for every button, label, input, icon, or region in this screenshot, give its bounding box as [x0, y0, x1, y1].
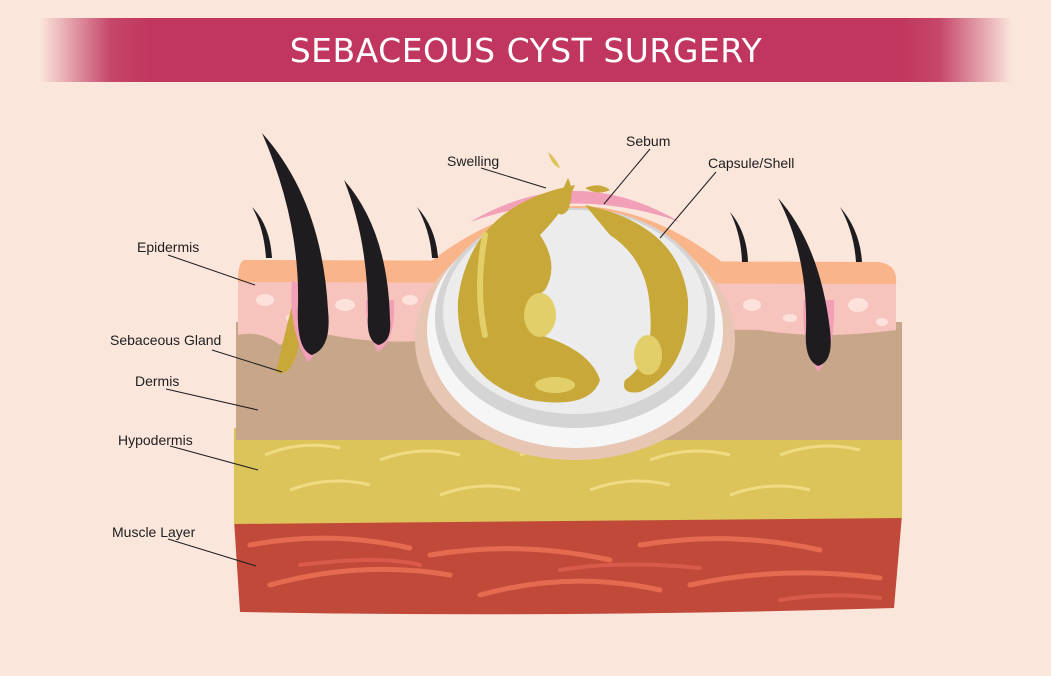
cyst [415, 152, 735, 460]
label-sebum: Sebum [626, 133, 670, 149]
label-hypodermis: Hypodermis [118, 432, 193, 448]
hair-follicle-right [778, 198, 835, 372]
label-dermis: Dermis [135, 373, 179, 389]
leader-lines [165, 148, 717, 567]
label-sebaceous-gland: Sebaceous Gland [110, 332, 221, 348]
label-swelling: Swelling [447, 153, 499, 169]
muscle-layer [234, 515, 902, 615]
page-title: SEBACEOUS CYST SURGERY [289, 30, 763, 70]
title-banner: SEBACEOUS CYST SURGERY [40, 18, 1012, 82]
label-capsule-shell: Capsule/Shell [708, 155, 794, 171]
hypodermis-layer [234, 421, 902, 524]
hair-follicle-left [262, 133, 329, 374]
hair-strands [252, 207, 862, 262]
label-epidermis: Epidermis [137, 239, 199, 255]
hair-follicle-middle [344, 180, 395, 352]
label-muscle-layer: Muscle Layer [112, 524, 196, 540]
